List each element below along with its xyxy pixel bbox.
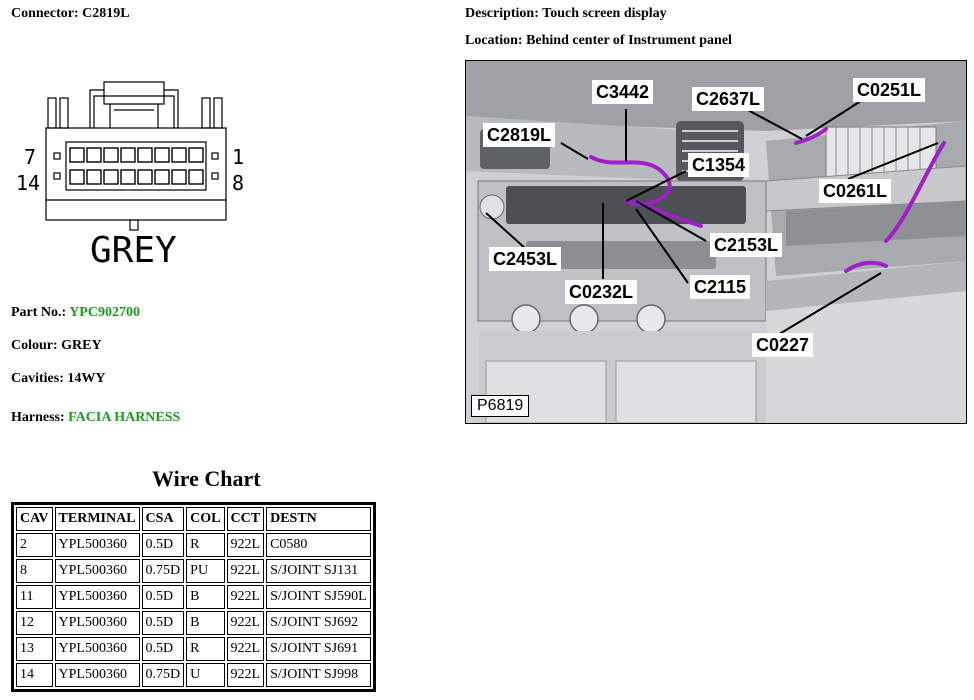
cell-cav: 8 [16, 559, 53, 583]
connector-colour-text: GREY [90, 230, 177, 270]
cell-cct: 922L [226, 663, 265, 687]
cell-terminal: YPL500360 [54, 559, 140, 583]
cell-csa: 0.5D [141, 533, 185, 557]
cell-cct: 922L [226, 585, 265, 609]
col-header-cav: CAV [16, 507, 53, 531]
description-value: Touch screen display [542, 6, 667, 21]
part-no-value: YPC902700 [69, 305, 140, 320]
col-header-cct: CCT [226, 507, 265, 531]
callout-c2153l: C2153L [710, 233, 783, 257]
cell-destn: S/JOINT SJ691 [266, 637, 371, 661]
cell-terminal: YPL500360 [54, 637, 140, 661]
cell-csa: 0.75D [141, 663, 185, 687]
pin-label-1: 1 [232, 145, 244, 169]
connector-label: Connector: [11, 6, 79, 21]
cell-col: B [186, 611, 225, 635]
cavities-label: Cavities: [11, 371, 64, 386]
cell-cct: 922L [226, 611, 265, 635]
callout-c3442: C3442 [592, 80, 654, 104]
wire-chart-table: CAV TERMINAL CSA COL CCT DESTN 2 YPL5003… [11, 502, 376, 692]
harness-line: Harness: FACIA HARNESS [11, 410, 180, 426]
connector-value: C2819L [82, 6, 130, 21]
location-photo: C3442 C2637L C0251L C2819L C1354 C0261L … [465, 60, 967, 424]
cell-cav: 2 [16, 533, 53, 557]
table-row: 13 YPL500360 0.5D R 922L S/JOINT SJ691 [16, 637, 371, 661]
cell-cav: 14 [16, 663, 53, 687]
callout-c0227: C0227 [752, 333, 814, 357]
cell-col: R [186, 637, 225, 661]
cell-cct: 922L [226, 533, 265, 557]
cell-destn: S/JOINT SJ998 [266, 663, 371, 687]
col-header-destn: DESTN [266, 507, 371, 531]
cell-col: U [186, 663, 225, 687]
callout-c2453l: C2453L [489, 247, 562, 271]
cavity-grid [69, 147, 204, 185]
location-line: Location: Behind center of Instrument pa… [465, 33, 732, 49]
pin-label-14: 14 [16, 171, 40, 195]
location-value: Behind center of Instrument panel [526, 33, 732, 48]
cell-terminal: YPL500360 [54, 533, 140, 557]
col-header-terminal: TERMINAL [54, 507, 140, 531]
callout-c2819l: C2819L [483, 123, 556, 147]
cell-terminal: YPL500360 [54, 663, 140, 687]
callout-c0232l: C0232L [565, 280, 638, 304]
part-no-line: Part No.: YPC902700 [11, 305, 140, 321]
table-row: 8 YPL500360 0.75D PU 922L S/JOINT SJ131 [16, 559, 371, 583]
pin-label-7: 7 [24, 145, 36, 169]
col-header-col: COL [186, 507, 225, 531]
part-no-label: Part No.: [11, 305, 67, 320]
callout-c2115: C2115 [690, 275, 751, 299]
col-header-csa: CSA [141, 507, 185, 531]
table-row: 14 YPL500360 0.75D U 922L S/JOINT SJ998 [16, 663, 371, 687]
cell-destn: C0580 [266, 533, 371, 557]
wire-chart-title: Wire Chart [152, 466, 261, 491]
colour-value: GREY [61, 338, 102, 353]
harness-label: Harness: [11, 410, 65, 425]
figure-reference: P6819 [471, 395, 530, 417]
cell-destn: S/JOINT SJ692 [266, 611, 371, 635]
callout-c1354: C1354 [688, 153, 750, 177]
cell-cav: 11 [16, 585, 53, 609]
cell-cct: 922L [226, 637, 265, 661]
pin-label-8: 8 [232, 171, 244, 195]
harness-value: FACIA HARNESS [68, 410, 181, 425]
connector-line: Connector: C2819L [11, 6, 130, 22]
cell-csa: 0.5D [141, 637, 185, 661]
cell-destn: S/JOINT SJ131 [266, 559, 371, 583]
cell-cav: 12 [16, 611, 53, 635]
cell-destn: S/JOINT SJ590L [266, 585, 371, 609]
table-row: 12 YPL500360 0.5D B 922L S/JOINT SJ692 [16, 611, 371, 635]
colour-label: Colour: [11, 338, 58, 353]
cell-csa: 0.75D [141, 559, 185, 583]
callout-c2637l: C2637L [692, 87, 765, 111]
description-label: Description: [465, 6, 539, 21]
description-line: Description: Touch screen display [465, 6, 667, 22]
cavities-line: Cavities: 14WY [11, 371, 106, 387]
colour-line: Colour: GREY [11, 338, 102, 354]
callout-c0261l: C0261L [819, 179, 892, 203]
table-header-row: CAV TERMINAL CSA COL CCT DESTN [16, 507, 371, 531]
connector-drawing: 7 1 14 8 GREY [16, 81, 244, 270]
cell-cct: 922L [226, 559, 265, 583]
cell-terminal: YPL500360 [54, 611, 140, 635]
callout-c0251l: C0251L [853, 78, 926, 102]
cell-col: PU [186, 559, 225, 583]
table-row: 2 YPL500360 0.5D R 922L C0580 [16, 533, 371, 557]
cell-col: B [186, 585, 225, 609]
cell-csa: 0.5D [141, 585, 185, 609]
location-label: Location: [465, 33, 523, 48]
cell-terminal: YPL500360 [54, 585, 140, 609]
table-row: 11 YPL500360 0.5D B 922L S/JOINT SJ590L [16, 585, 371, 609]
cavities-value: 14WY [67, 371, 106, 386]
cell-csa: 0.5D [141, 611, 185, 635]
cell-cav: 13 [16, 637, 53, 661]
cell-col: R [186, 533, 225, 557]
